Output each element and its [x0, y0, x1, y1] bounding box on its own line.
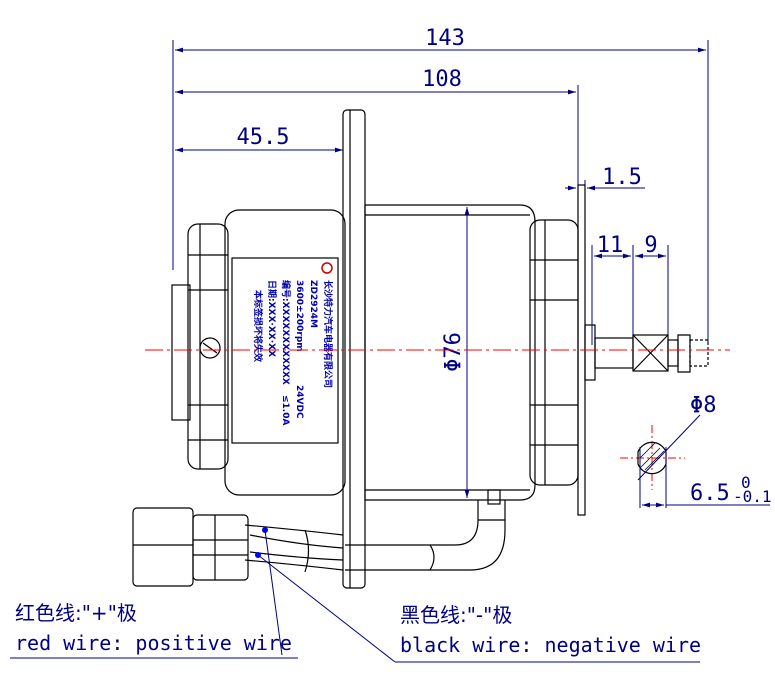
leader-black-wire	[257, 554, 396, 663]
brand-logo	[321, 262, 333, 274]
leader-red-wire	[264, 529, 283, 656]
note-black-wire-en: black wire: negative wire	[400, 633, 701, 657]
nameplate-model: ZD2924M	[308, 280, 318, 328]
cable-sheath	[345, 500, 479, 546]
dimension-body-length: 108	[175, 67, 579, 185]
dimension-143-text: 143	[425, 26, 465, 51]
nameplate-voltage: 24VDC	[294, 385, 304, 419]
tolerance-upper: 0	[741, 473, 751, 492]
connector-body	[192, 514, 249, 581]
dimension-1-5-text: 1.5	[602, 165, 642, 190]
connector-housing	[132, 507, 194, 587]
dimension-6-5-text: 6.5	[690, 481, 730, 506]
note-red-wire-cn: 红色线:"+"极	[15, 601, 137, 625]
shaft	[594, 337, 634, 369]
cable-assembly	[132, 489, 506, 587]
dimension-overall-length: 143	[172, 26, 709, 345]
dimension-45-5-text: 45.5	[237, 125, 290, 150]
dimension-108-text: 108	[422, 67, 462, 92]
mounting-flange	[342, 109, 366, 589]
dimension-body-diameter: Φ76	[441, 207, 470, 498]
dimension-flange-thickness: 1.5	[565, 165, 645, 230]
nameplate-warning: 本标签损坏将失效	[252, 290, 264, 363]
nameplate-current: ≤1.0A	[280, 395, 290, 425]
dimension-phi8-text: Φ8	[690, 393, 717, 418]
nameplate-serial: 编号:XXXXXXXXXXXX	[280, 280, 292, 385]
housing-front	[364, 204, 536, 501]
rear-end-plate	[171, 284, 191, 421]
dimension-11-text: 11	[597, 233, 624, 258]
dimension-front-length: 45.5	[175, 125, 343, 153]
motor-body	[171, 109, 709, 589]
rear-cap	[187, 223, 229, 470]
dimension-shaft-segments: 11 9	[591, 233, 669, 345]
nameplate-speed: 3600±200rpm	[294, 280, 304, 352]
nameplate-date: 日期:XXX·XX·XX	[266, 280, 278, 357]
nameplate-company: 长沙特力汽车电器有限公司	[322, 280, 334, 388]
dimension-phi76-text: Φ76	[441, 332, 466, 372]
note-black-wire-cn: 黑色线:"-"极	[400, 603, 512, 627]
nameplate: 长沙特力汽车电器有限公司 ZD2924M 3600±200rpm 24VDC 编…	[231, 257, 339, 444]
dimension-9-text: 9	[644, 233, 657, 258]
housing-rear	[224, 209, 346, 496]
tolerance-lower: -0.1	[733, 487, 772, 506]
note-red-wire-en: red wire: positive wire	[15, 631, 292, 655]
shaft-section: Φ8 6.5 0 -0.1	[620, 393, 772, 508]
